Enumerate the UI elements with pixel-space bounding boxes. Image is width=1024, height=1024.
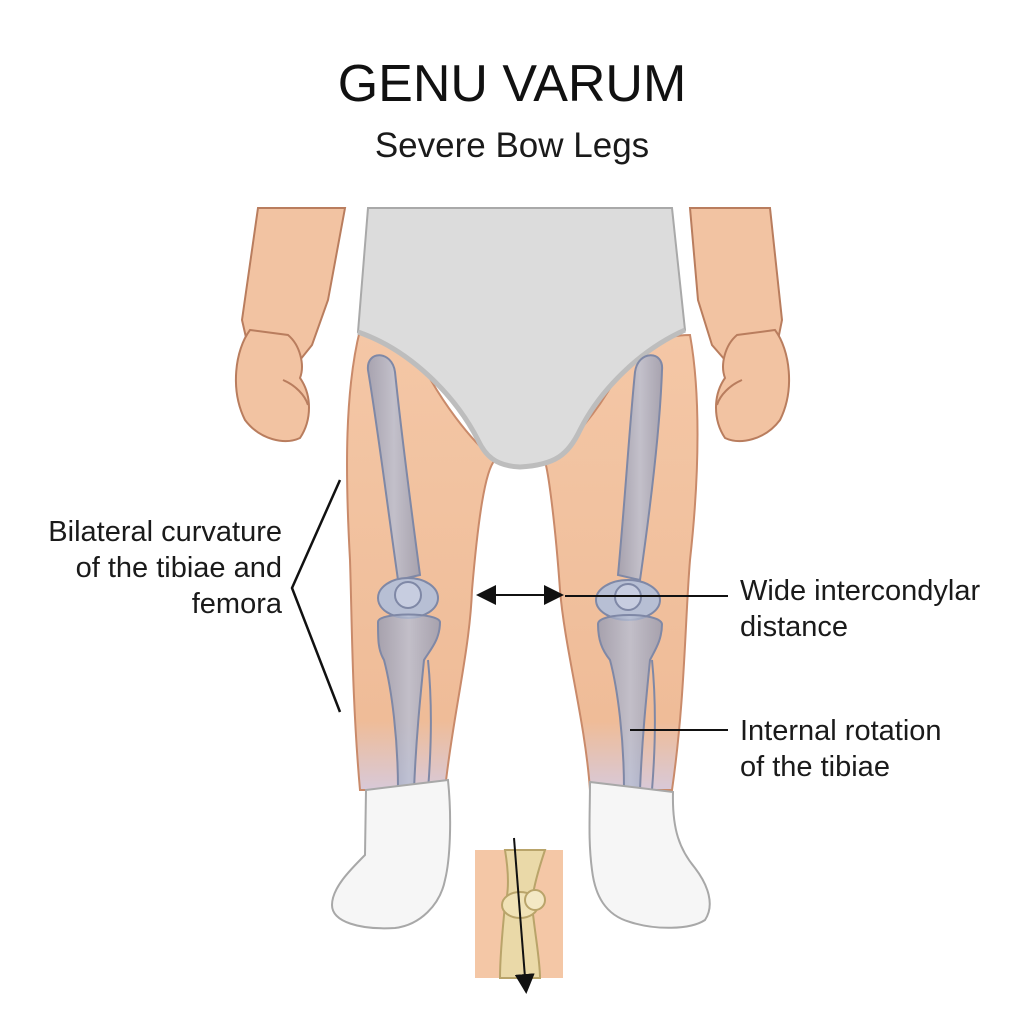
curvature-label-line: femora [191,588,282,620]
intercondylar-label-line: Wide intercondylar [740,575,981,607]
left-tibia-bone [376,613,442,791]
page-subtitle: Severe Bow Legs [374,126,650,165]
page-title: GENU VARUM [337,55,687,113]
right-tibia-bone [596,614,664,791]
left-sock [330,778,452,930]
curvature-label-line: of the tibiae and [75,552,282,584]
intercondylar-label-line: distance [740,611,849,643]
left-hand [234,328,310,442]
curvature-label-line: Bilateral curvature [48,516,282,548]
curvature-bracket [290,479,342,713]
right-arm [688,207,791,442]
rotation-label-line: Internal rotation [740,715,942,747]
right-sock [588,780,711,929]
rotation-label: Internal rotation of the tibiae [740,713,942,785]
intercondylar-label: Wide intercondylar distance [740,573,980,645]
curvature-label: Bilateral curvature of the tibiae and fe… [48,514,282,622]
right-hand [715,328,791,442]
inset-axis-arrow [513,837,535,994]
inset-knee-diagram [475,837,563,994]
rotation-label-line: of the tibiae [740,751,890,783]
left-femur-bone [366,354,439,619]
left-arm [234,207,347,442]
